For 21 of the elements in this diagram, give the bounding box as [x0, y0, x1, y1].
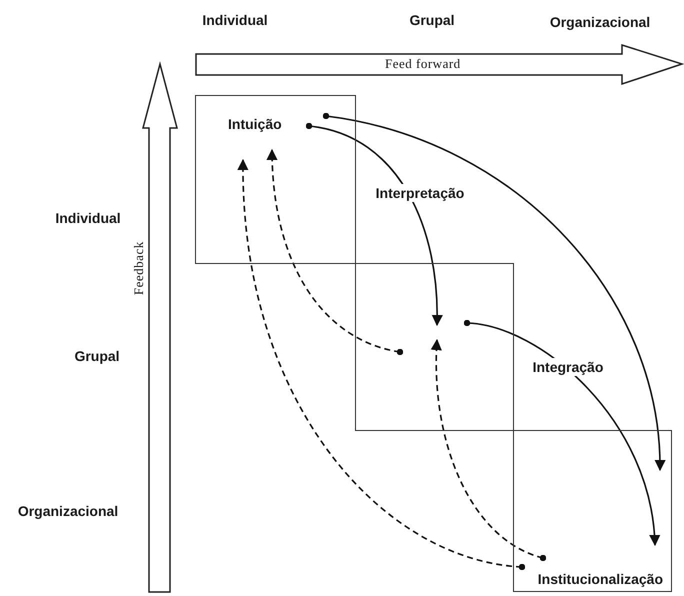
- level-heading: Individual: [202, 12, 268, 28]
- level-square: [195, 95, 356, 264]
- level-square: [513, 430, 672, 592]
- stage-label: Institucionalização: [538, 571, 663, 587]
- dashed-arrow: [431, 338, 546, 562]
- level-square: [355, 263, 514, 431]
- arrow: [464, 320, 660, 546]
- level-heading: Organizacional: [18, 503, 118, 519]
- arrow: [322, 112, 665, 472]
- level-heading: Organizacional: [550, 14, 650, 30]
- arrow-label: Feedback: [131, 241, 148, 296]
- dashed-arrow: [266, 148, 404, 356]
- level-heading: Grupal: [409, 12, 455, 28]
- stage-label: Intuição: [228, 116, 282, 132]
- edge-label: Integração: [530, 358, 606, 376]
- level-heading: Individual: [55, 210, 121, 226]
- dashed-arrow: [238, 158, 526, 570]
- arrow-label: Feed forward: [385, 56, 461, 72]
- level-heading: Grupal: [74, 348, 120, 364]
- edge-label: Interpretação: [374, 184, 466, 202]
- arrow: [306, 122, 443, 326]
